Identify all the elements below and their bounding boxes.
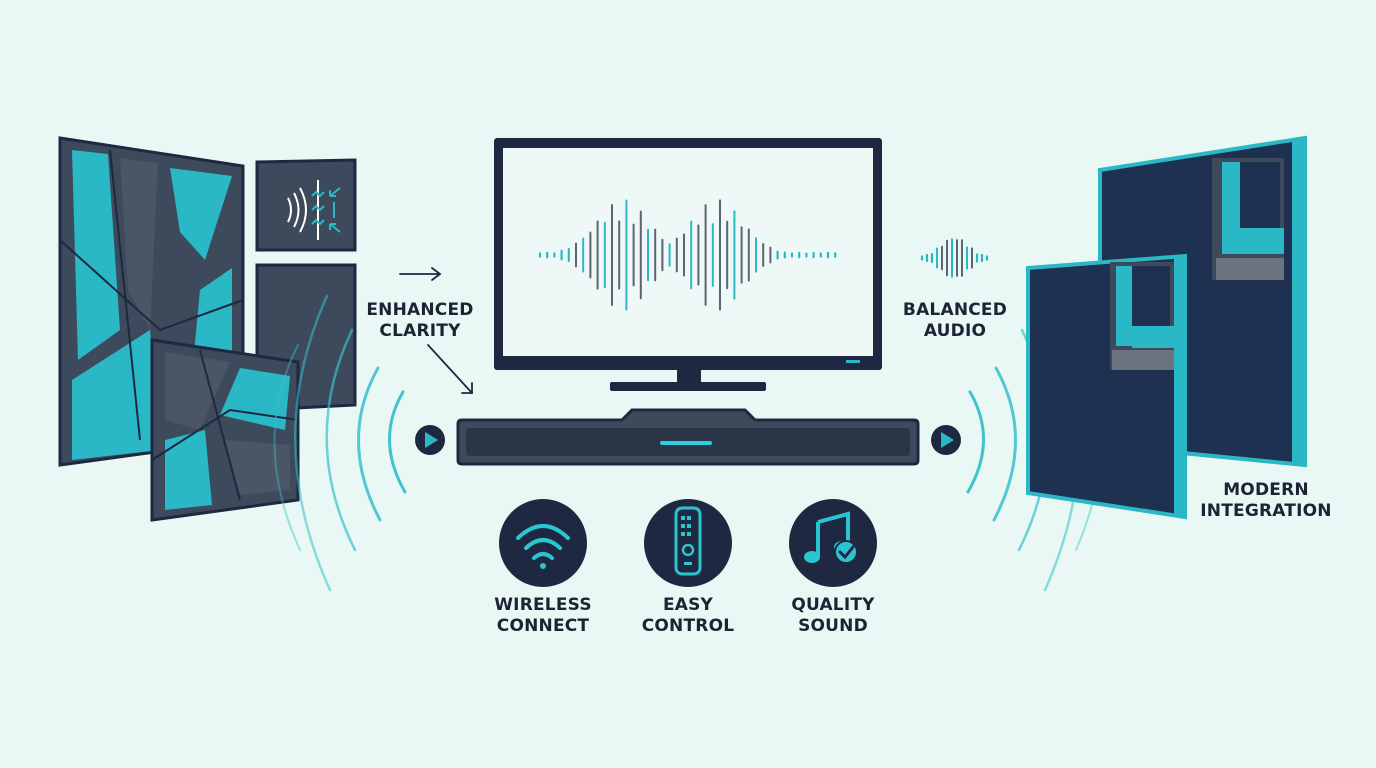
arrow-down-right-icon: [427, 344, 473, 394]
balanced-audio-line-2: AUDIO: [923, 321, 987, 341]
modern-integration-line-1: MODERN: [1223, 480, 1309, 500]
right-play-icon: [931, 425, 961, 455]
feature-music: [789, 499, 877, 587]
music-check-icon: [804, 511, 858, 564]
left-small-top-panel: [255, 158, 357, 252]
balanced-audio-label: BALANCED AUDIO: [900, 300, 1010, 342]
left-play-icon: [415, 425, 445, 455]
soundbar: [456, 408, 920, 466]
tv-waveform: [538, 199, 837, 311]
tv-stand: [610, 382, 766, 391]
enhanced-clarity-line-2: CLARITY: [379, 321, 461, 341]
modern-integration-label: MODERN INTEGRATION: [1196, 480, 1336, 522]
modern-integration-line-2: INTEGRATION: [1200, 501, 1332, 521]
feature-label-line-2: CONNECT: [496, 616, 590, 636]
enhanced-clarity-arrows: [399, 267, 473, 394]
right-front-panel: [1026, 253, 1187, 520]
enhanced-clarity-label: ENHANCED CLARITY: [365, 300, 475, 342]
feature-label-line-2: SOUND: [798, 616, 868, 636]
right-acoustic-panels: [1026, 135, 1307, 520]
enhanced-clarity-line-1: ENHANCED: [366, 300, 474, 320]
arrow-right-icon: [399, 267, 442, 281]
feature-wifi: [499, 499, 587, 587]
left-sound-waves: [273, 294, 407, 592]
soundbar-indicator-light: [660, 441, 712, 445]
feature-label-line-1: EASY: [662, 595, 714, 615]
feature-label-line-1: QUALITY: [791, 595, 875, 615]
remote-control-icon: [674, 506, 702, 576]
television: [494, 138, 882, 391]
feature-label-wireless: WIRELESS CONNECT: [483, 595, 603, 637]
left-acoustic-panels: [58, 136, 357, 522]
tv-neck: [677, 370, 701, 384]
feature-label-line-1: WIRELESS: [494, 595, 592, 615]
feature-label-quality-sound: QUALITY SOUND: [773, 595, 893, 637]
left-front-panel: [150, 338, 300, 522]
feature-label-easy-control: EASY CONTROL: [628, 595, 748, 637]
wifi-icon: [516, 524, 570, 569]
feature-label-line-2: CONTROL: [641, 616, 735, 636]
balanced-audio-waveform: [920, 238, 989, 278]
feature-remote: [644, 499, 732, 587]
tv-indicator-light: [846, 360, 860, 363]
tv-screen: [503, 148, 873, 356]
left-large-panel: [58, 136, 245, 467]
balanced-audio-line-1: BALANCED: [902, 300, 1008, 320]
